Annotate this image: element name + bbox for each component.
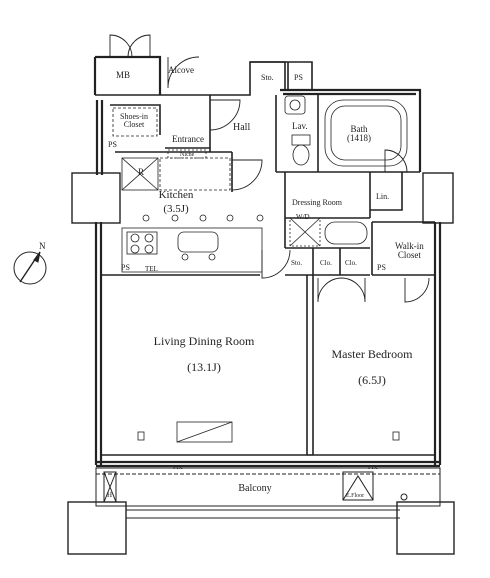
mb-label: MB: [116, 70, 131, 80]
clo-1-label: Clo.: [320, 259, 332, 267]
wd-label: W/D: [296, 213, 310, 221]
bath-label: Bath (1418): [347, 124, 371, 143]
fix-left-label: FIX: [173, 465, 183, 471]
kitchen-size-label: (3.5J): [163, 203, 189, 215]
alcove-label: Alcove: [168, 65, 194, 75]
outer-walls: [93, 55, 442, 468]
compass-north-label: N: [39, 241, 46, 251]
ps-right-label: PS: [377, 263, 386, 272]
stove-icon: [126, 231, 158, 255]
h-mark-label: H: [107, 491, 113, 499]
interior-walls: [95, 61, 435, 456]
clo-2-label: Clo.: [345, 259, 357, 267]
e-floor-label: E.Floor: [346, 493, 365, 499]
walk-in-closet-label: Walk-in Closet: [395, 241, 424, 260]
lin-label: Lin.: [376, 192, 390, 201]
shoes-in-closet-label: Shoes-in Closet: [120, 112, 148, 129]
structural-columns: [67, 172, 455, 555]
living-dining-size-label: (13.1J): [187, 360, 221, 374]
toilet-icon: [291, 134, 311, 166]
fix-right-label: FIX: [368, 465, 378, 471]
refrigerator-label: R: [138, 167, 145, 177]
dressing-room-label: Dressing Room: [292, 198, 342, 207]
sink-icon: [177, 231, 219, 253]
sto-top-label: Sto.: [261, 73, 274, 82]
living-dining-room-label: Living Dining Room: [153, 334, 255, 348]
compass-icon: [13, 251, 47, 285]
ps-kitchen-label: PS: [121, 263, 130, 272]
fixtures: [112, 95, 441, 443]
balcony-label: Balcony: [238, 483, 272, 494]
entrance-label: Entrance: [172, 134, 204, 144]
balcony-structure: [95, 467, 441, 519]
evacuation-hatch-icon: [342, 471, 374, 501]
ps-top-label: PS: [294, 73, 303, 82]
master-bedroom-label: Master Bedroom: [331, 347, 413, 361]
lav-sink-icon: [284, 95, 306, 115]
sto-mid-label: Sto.: [291, 259, 303, 267]
doors: [109, 34, 430, 303]
ps-left-label: PS: [108, 140, 117, 149]
lav-label: Lav.: [292, 121, 308, 131]
bathtub-icon: [324, 99, 408, 167]
niche-label: Niche: [180, 152, 195, 158]
kitchen-label: Kitchen: [158, 189, 194, 201]
master-bedroom-size-label: (6.5J): [358, 373, 386, 387]
tel-label: TEL: [145, 265, 158, 273]
hall-label: Hall: [233, 122, 251, 133]
